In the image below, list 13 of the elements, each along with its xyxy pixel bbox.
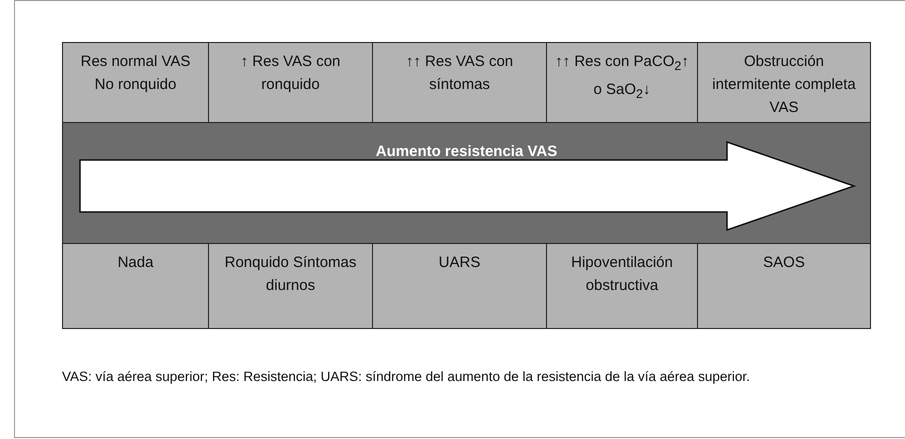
table-cell: Obstrucción intermitente completa VAS: [697, 42, 871, 123]
table-cell: Hipoventilación obstructiva: [546, 243, 698, 329]
gradient-band: [62, 122, 871, 244]
table-cell: ↑ Res VAS con ronquido: [208, 42, 373, 123]
band-heading: Aumento resistencia VAS: [374, 143, 558, 160]
table-cell: Nada: [62, 243, 209, 329]
table-cell: Res normal VAS No ronquido: [62, 42, 209, 123]
table-cell: UARS: [372, 243, 547, 329]
caption: VAS: vía aérea superior; Res: Resistencia; UARS: síndrome del aumento de la resistencia de la vía aérea superior.: [62, 368, 751, 386]
table-cell: ↑↑ Res con PaCO$_{2}$↑ o SaO$_{2}$↓: [546, 42, 698, 123]
table-cell: SAOS: [697, 243, 871, 329]
table-cell: Ronquido Síntomas diurnos: [208, 243, 373, 329]
table-cell: ↑↑ Res VAS con síntomas: [372, 42, 547, 123]
